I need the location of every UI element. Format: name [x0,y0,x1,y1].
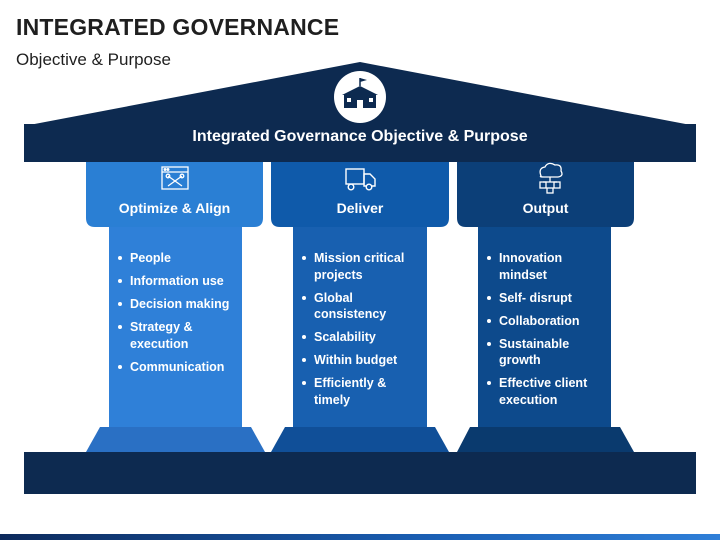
list-item: Decision making [115,296,235,313]
pillar-shaft-1 [109,227,242,427]
pillar-base-3 [457,427,634,452]
list-item: Sustainable growth [484,336,604,369]
school-building-icon [334,71,386,123]
list-item: Global consistency [299,290,419,323]
pillar-heading-3: Output [522,200,569,216]
pillar-list-1: People Information use Decision making S… [115,250,235,382]
roof-label: Integrated Governance Objective & Purpos… [192,128,528,145]
page-title: INTEGRATED GOVERNANCE [16,14,340,40]
pillar-shaft-3 [478,227,611,427]
list-item: Communication [115,359,235,376]
list-item: Mission critical projects [299,250,419,283]
pillar-list-3: Innovation mindset Self- disrupt Collabo… [484,250,604,415]
list-item: Collaboration [484,313,604,330]
cloud-network-icon [539,162,563,194]
roof-beam [24,124,696,162]
pillar-list-2: Mission critical projects Global consist… [299,250,419,415]
list-item: People [115,250,235,267]
list-item: Information use [115,273,235,290]
list-item: Scalability [299,329,419,346]
pillar-heading-1: Optimize & Align [118,200,231,216]
strategy-tools-icon [161,166,189,190]
pillar-heading-2: Deliver [336,200,384,216]
delivery-truck-icon [345,168,376,191]
pillar-base-2 [271,427,449,452]
list-item: Strategy & execution [115,319,235,352]
list-item: Efficiently & timely [299,375,419,408]
pillar-base-1 [86,427,265,452]
pillar-shaft-2 [293,227,427,427]
list-item: Effective client execution [484,375,604,408]
foundation [24,452,696,494]
bottom-accent-bar [0,534,720,540]
pillar-head-3 [457,162,634,227]
page-subtitle: Objective & Purpose [16,50,171,69]
list-item: Within budget [299,352,419,369]
pillar-head-2 [271,162,449,227]
pillar-head-1 [86,162,263,227]
list-item: Innovation mindset [484,250,604,283]
list-item: Self- disrupt [484,290,604,307]
